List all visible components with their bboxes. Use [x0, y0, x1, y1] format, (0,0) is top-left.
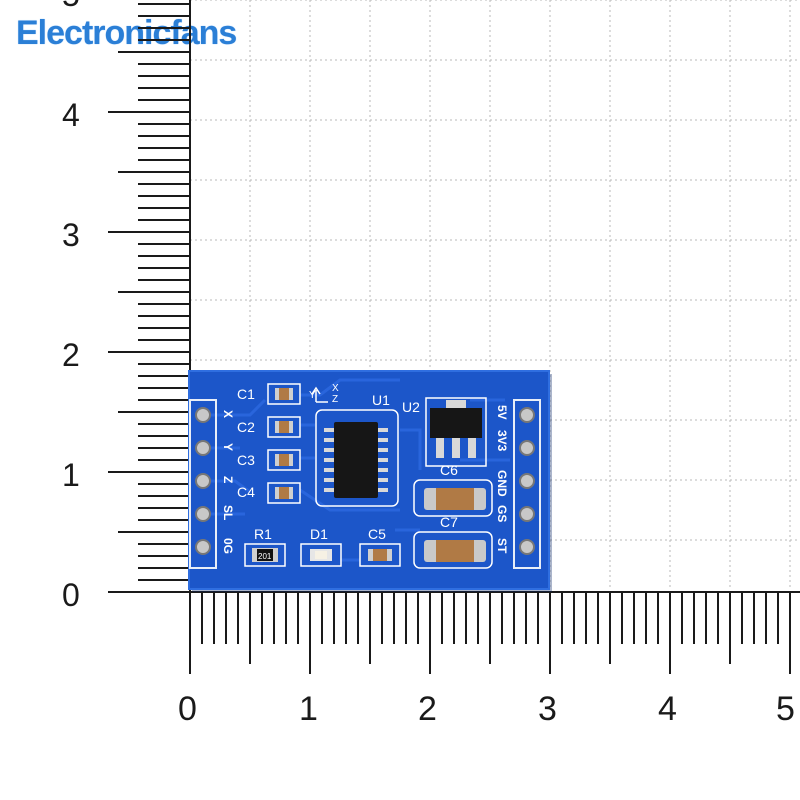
axis-mark-y: Y	[309, 390, 316, 401]
pin-label-st: ST	[495, 538, 509, 554]
axis-mark-x: X	[332, 383, 339, 394]
chip-pin	[376, 478, 388, 482]
cap-core	[279, 454, 289, 466]
label-u2: U2	[402, 399, 420, 415]
pin-label-sl: SL	[221, 505, 235, 520]
left-pin-header	[189, 399, 217, 569]
ruler-label-v0: 0	[62, 577, 80, 613]
chip-pin	[376, 488, 388, 492]
pin-label-gnd: GND	[495, 470, 509, 497]
u2-regulator	[425, 397, 487, 467]
pin-label-x: X	[221, 410, 235, 418]
label-c4: C4	[237, 484, 255, 500]
small-capacitors	[267, 383, 301, 504]
ruler-label-v3: 3	[62, 217, 80, 253]
ruler-label-v1: 1	[62, 457, 80, 493]
cap-core	[279, 487, 289, 499]
vertical-ruler	[108, 0, 191, 593]
chip-pin	[376, 448, 388, 452]
ruler-label-v5: 5	[62, 0, 80, 13]
pin-label-0g: 0G	[221, 538, 235, 554]
label-d1: D1	[310, 526, 328, 542]
cap-outline	[267, 416, 301, 438]
header-pin	[195, 407, 211, 423]
c5-capacitor	[359, 543, 401, 567]
ruler-label-h0: 0	[178, 690, 197, 728]
label-c3: C3	[237, 452, 255, 468]
chip-pin	[324, 478, 336, 482]
label-c7: C7	[440, 514, 458, 530]
label-r1: R1	[254, 526, 272, 542]
cap-outline	[267, 449, 301, 471]
cap-outline	[267, 383, 301, 405]
pin-label-y: Y	[221, 443, 235, 451]
chip-pin	[324, 438, 336, 442]
label-u1: U1	[372, 392, 390, 408]
horizontal-ruler	[110, 591, 800, 674]
pcb-traces	[205, 378, 510, 562]
cap-core	[279, 421, 289, 433]
brand-logo: Electronicfans	[16, 14, 237, 52]
pin-label-3v3: 3V3	[495, 430, 509, 452]
label-c6: C6	[440, 462, 458, 478]
chip-pin	[376, 438, 388, 442]
ruler-label-h2: 2	[418, 690, 437, 728]
ruler-label-h5: 5	[776, 690, 795, 728]
resistor-code: 201	[258, 552, 272, 561]
c7-capacitor	[413, 531, 493, 569]
label-c5: C5	[368, 526, 386, 542]
chip-pin	[376, 458, 388, 462]
chip-pin	[376, 428, 388, 432]
ruler-label-v4: 4	[62, 97, 80, 133]
pcb-board: X Y Z SL 0G 5V 3V3 GND GS ST C1 C2 C3 C4…	[188, 370, 552, 592]
ruler-labels-horizontal: 0 1 2 3 4 5	[178, 690, 795, 728]
cap-outline	[267, 482, 301, 504]
ruler-label-v2: 2	[62, 337, 80, 373]
label-c1: C1	[237, 386, 255, 402]
c6-capacitor	[413, 479, 493, 517]
header-pin	[519, 407, 535, 423]
axis-marking: X Y Z	[309, 383, 339, 405]
d1-led	[300, 543, 342, 567]
chip-pin	[324, 488, 336, 492]
chip-pin	[324, 428, 336, 432]
header-pin	[519, 440, 535, 456]
pin-label-5v: 5V	[495, 405, 509, 420]
pin-label-gs: GS	[495, 505, 509, 522]
header-pin	[519, 506, 535, 522]
ruler-label-h4: 4	[658, 690, 677, 728]
header-pin	[519, 473, 535, 489]
header-pin	[195, 440, 211, 456]
ruler-label-h1: 1	[299, 690, 318, 728]
ruler-label-h3: 3	[538, 690, 557, 728]
axis-mark-z: Z	[332, 394, 338, 405]
chip-pin	[376, 468, 388, 472]
header-pin	[519, 539, 535, 555]
cap-core	[279, 388, 289, 400]
chip-pin	[324, 468, 336, 472]
label-c2: C2	[237, 419, 255, 435]
u1-accelerometer-chip	[315, 409, 399, 507]
chip-pin	[324, 458, 336, 462]
header-pin	[195, 473, 211, 489]
chip-pin	[324, 448, 336, 452]
r1-resistor: 201	[244, 543, 286, 567]
pin-label-z: Z	[221, 476, 235, 483]
ruler-labels-vertical: 5 4 3 2 1 0	[62, 0, 80, 613]
right-pin-header	[513, 399, 541, 569]
header-pin	[195, 539, 211, 555]
header-pin	[195, 506, 211, 522]
